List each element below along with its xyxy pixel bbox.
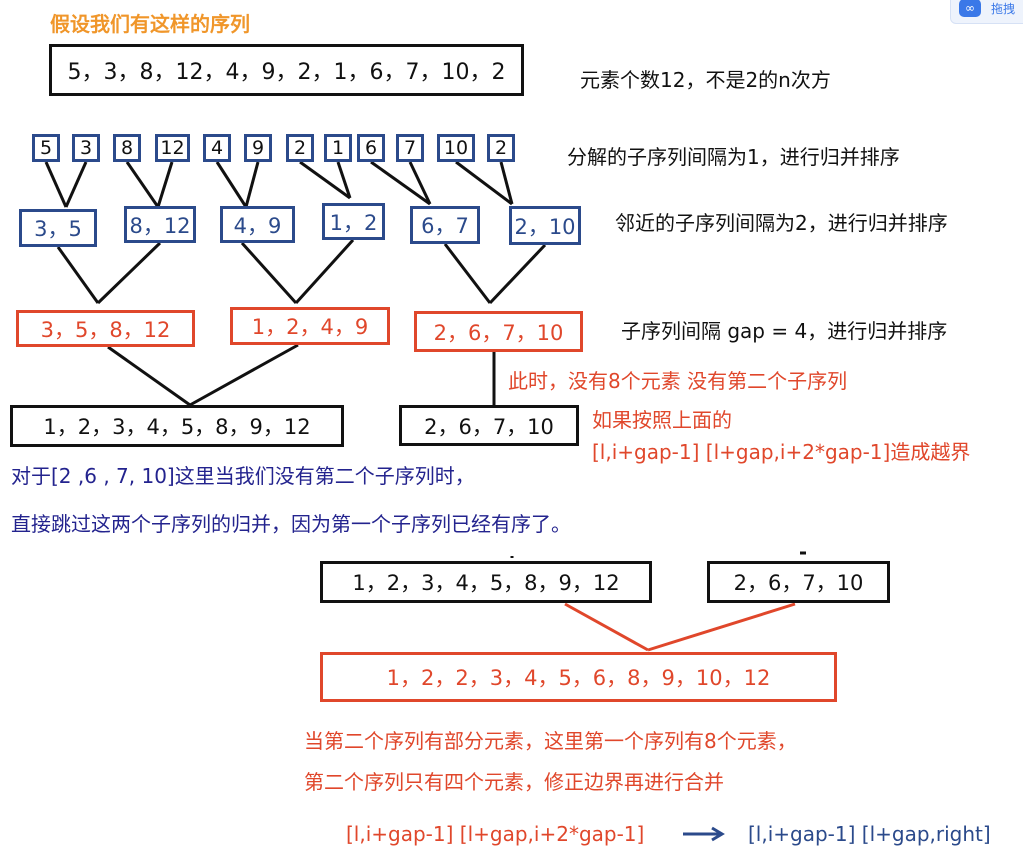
note-no-second-2: 如果按照上面的 bbox=[592, 408, 732, 432]
single-item: 5 bbox=[32, 134, 60, 162]
right-final-box: 2，6，7，10 bbox=[707, 561, 890, 603]
leftover-box: 2，6，7，10 bbox=[399, 405, 579, 446]
pair-box: 3，5 bbox=[19, 209, 97, 247]
single-item: 4 bbox=[203, 134, 231, 162]
pair-box: 4，9 bbox=[220, 206, 295, 243]
note-fix-1: 当第二个序列有部分元素，这里第一个序列有8个元素， bbox=[304, 729, 797, 753]
merged-eight-box: 1，2，3，4，5，8，9，12 bbox=[10, 405, 344, 447]
left-final-box: 1，2，3，4，5，8，9，12 bbox=[320, 561, 652, 603]
sequence-box: 5，3，8，12，4，9，2，1，6，7，10，2 bbox=[49, 44, 524, 96]
note-skip-2: 直接跳过这两个子序列的归并，因为第一个子序列已经有序了。 bbox=[11, 512, 571, 536]
single-item: 2 bbox=[286, 134, 314, 162]
range-after: [l,i+gap-1] [l+gap,right] bbox=[748, 822, 991, 846]
single-item: 10 bbox=[437, 134, 475, 162]
pair-box: 2，10 bbox=[509, 206, 581, 245]
single-item: 3 bbox=[72, 134, 100, 162]
single-item: 8 bbox=[113, 134, 141, 162]
note-skip-1: 对于[2 ,6 , 7, 10]这里当我们没有第二个子序列时， bbox=[11, 464, 475, 488]
result-box: 1，2，2，3，4，5，6，8，9，10，12 bbox=[320, 652, 837, 702]
pair-box: 1，2 bbox=[322, 203, 385, 240]
arrow-right-icon bbox=[683, 822, 723, 846]
single-item: 12 bbox=[155, 134, 190, 162]
single-item: 9 bbox=[244, 134, 272, 162]
drag-toolbar[interactable]: ∞ 拖拽 bbox=[950, 0, 1023, 24]
pair-box: 8，12 bbox=[124, 206, 196, 243]
note-fix-2: 第二个序列只有四个元素，修正边界再进行合并 bbox=[304, 770, 724, 794]
note-gap4: 子序列间隔 gap = 4，进行归并排序 bbox=[621, 319, 948, 343]
page-title: 假设我们有这样的序列 bbox=[50, 12, 250, 36]
note-count: 元素个数12，不是2的n次方 bbox=[580, 68, 831, 92]
range-before: [l,i+gap-1] [l+gap,i+2*gap-1] bbox=[346, 822, 645, 846]
single-item: 1 bbox=[324, 134, 352, 162]
link-icon: ∞ bbox=[959, 0, 981, 17]
note-gap2: 邻近的子序列间隔为2，进行归并排序 bbox=[615, 211, 948, 235]
single-item: 7 bbox=[396, 134, 424, 162]
single-item: 2 bbox=[487, 134, 515, 162]
note-gap1: 分解的子序列间隔为1，进行归并排序 bbox=[567, 145, 900, 169]
pair-box: 6，7 bbox=[410, 206, 480, 244]
quad-box: 2，6，7，10 bbox=[414, 311, 583, 352]
note-no-second-1: 此时，没有8个元素 没有第二个子序列 bbox=[508, 369, 848, 393]
note-no-second-3: [l,i+gap-1] [l+gap,i+2*gap-1]造成越界 bbox=[592, 440, 971, 464]
single-item: 6 bbox=[357, 134, 385, 162]
quad-box: 1，2，4，9 bbox=[230, 307, 390, 345]
toolbar-label: 拖拽 bbox=[991, 2, 1016, 16]
quad-box: 3，5，8，12 bbox=[16, 310, 195, 347]
